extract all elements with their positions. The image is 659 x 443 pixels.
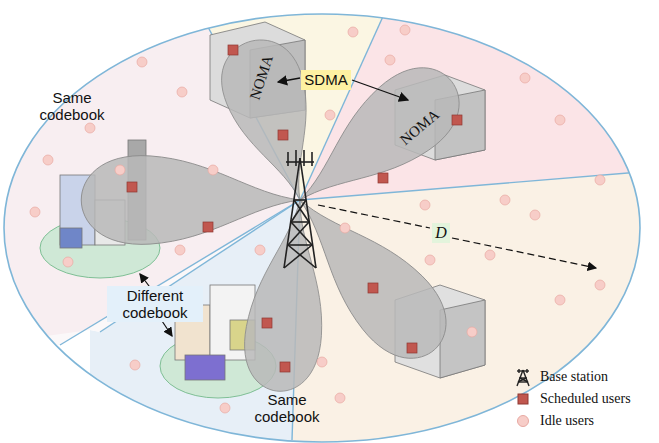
legend-text: Idle users <box>540 413 594 429</box>
sdma-arrow <box>352 80 408 100</box>
codebook-label: Same codebook <box>32 89 112 124</box>
sdma-label: SDMA <box>301 70 350 89</box>
legend-row: Scheduled users <box>512 388 631 410</box>
codebook-label: Same codebook <box>247 391 327 426</box>
legend-row: Idle users <box>512 410 594 432</box>
legend-text: Scheduled users <box>540 391 631 407</box>
radius-arrow <box>452 238 596 268</box>
codebook-label: Different codebook <box>107 286 203 323</box>
base-station <box>284 150 316 268</box>
legend-text: Base station <box>540 369 608 385</box>
beams <box>81 29 476 395</box>
idle-users <box>30 25 605 413</box>
scheduled-users <box>127 45 462 372</box>
radius-label: D <box>432 223 450 243</box>
scheduled-user-swatch <box>512 389 534 409</box>
legend-row: Base station <box>512 366 608 388</box>
base-station-icon <box>512 367 534 387</box>
idle-user-swatch <box>512 411 534 431</box>
sdma-arrow <box>278 78 300 82</box>
radius-arrow <box>318 205 430 228</box>
